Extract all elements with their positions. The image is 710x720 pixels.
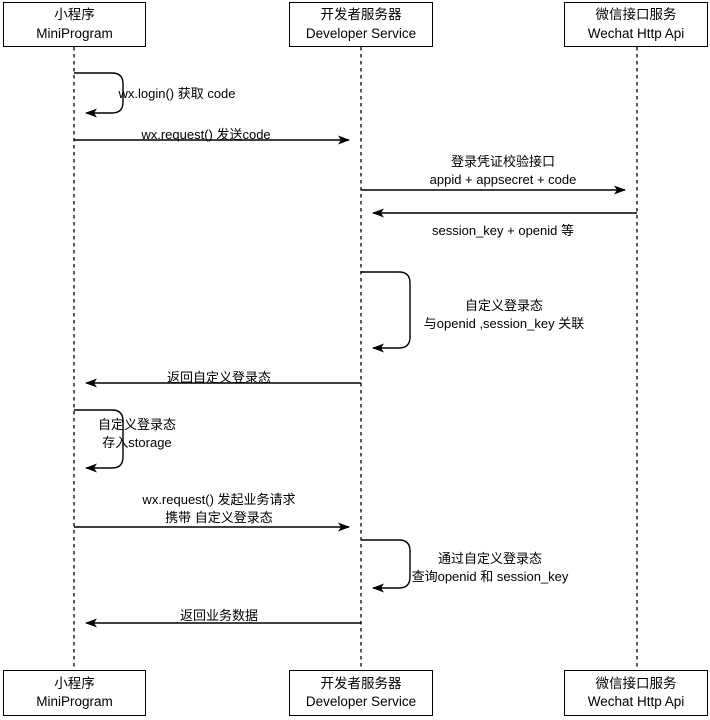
participant-box-wechat-top[interactable]: 微信接口服务 Wechat Http Api [564,2,708,47]
participant-name-cn: 开发者服务器 [320,7,402,23]
message-m7 [74,409,124,473]
participant-box-developer-bottom[interactable]: 开发者服务器 Developer Service [289,670,433,716]
message-label-m9: 通过自定义登录态 查询openid 和 session_key [412,550,569,586]
message-label-m8: wx.request() 发起业务请求 携带 自定义登录态 [142,491,295,527]
message-label-line1: 返回业务数据 [179,608,259,623]
message-label-line1: wx.request() 发起业务请求 [142,492,296,507]
participant-name-cn: 微信接口服务 [595,7,677,23]
message-m9 [361,539,411,593]
participant-name-en: MiniProgram [36,25,113,41]
message-label-line2: 与openid ,session_key 关联 [423,315,585,331]
message-label-line2: 查询openid 和 session_key [411,568,569,584]
message-label-m3: 登录凭证校验接口 appid + appsecret + code [430,153,577,189]
participant-name-en: Wechat Http Api [587,25,685,41]
message-label-line2: 存入storage [102,434,172,450]
message-label-m1: wx.login() 获取 code [118,85,235,103]
message-label-m10: 返回业务数据 [180,607,258,625]
message-label-line2: 携带 自定义登录态 [165,509,273,525]
message-label-line1: 自定义登录态 [97,417,177,432]
message-label-line1: 通过自定义登录态 [437,551,542,566]
message-label-line1: 返回自定义登录态 [166,370,272,385]
participant-box-developer-top[interactable]: 开发者服务器 Developer Service [289,2,433,47]
participant-name-en: Developer Service [305,25,417,41]
message-label-m7: 自定义登录态 存入storage [98,416,176,452]
message-label-line2: appid + appsecret + code [429,171,577,187]
message-m1 [74,72,124,118]
participant-box-miniprogram-top[interactable]: 小程序 MiniProgram [3,2,146,47]
message-label-m4: session_key + openid 等 [432,222,574,240]
participant-name-en: MiniProgram [36,694,113,709]
message-label-line1: 登录凭证校验接口 [450,154,556,169]
participant-name-cn: 微信接口服务 [595,675,677,691]
participant-name-cn: 小程序 [54,7,95,23]
participant-name-cn: 开发者服务器 [320,675,402,691]
message-m5 [361,271,411,353]
participant-name-en: Wechat Http Api [587,694,685,709]
message-label-line1: session_key + openid 等 [431,223,575,238]
message-label-line1: wx.request() 发送code [141,127,271,142]
participant-box-wechat-bottom[interactable]: 微信接口服务 Wechat Http Api [564,670,708,716]
message-label-m2: wx.request() 发送code [141,126,270,144]
message-label-m6: 返回自定义登录态 [167,369,271,387]
participant-name-en: Developer Service [305,694,417,709]
lifelines [73,47,638,670]
message-label-line1: 自定义登录态 [464,298,544,313]
participant-box-miniprogram-bottom[interactable]: 小程序 MiniProgram [3,670,146,716]
message-label-m5: 自定义登录态 与openid ,session_key 关联 [424,297,584,333]
participant-name-cn: 小程序 [54,675,95,691]
message-label-line1: wx.login() 获取 code [118,86,236,101]
